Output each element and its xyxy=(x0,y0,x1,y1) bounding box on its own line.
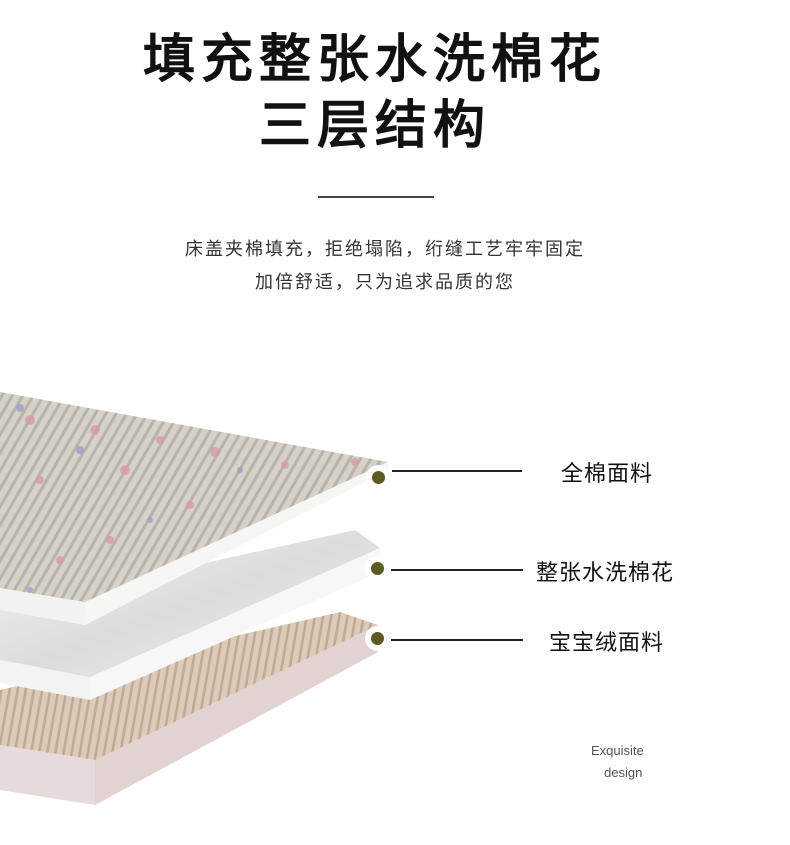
floral-cotton-layer xyxy=(0,392,388,625)
layer-marker-dot xyxy=(372,471,385,484)
tagline-line2: design xyxy=(604,765,643,780)
layer-label-cotton-fabric: 全棉面料 xyxy=(561,462,654,487)
leader-line xyxy=(392,470,522,472)
headline-line2: 三层结构 xyxy=(258,96,491,156)
cotton-layer xyxy=(0,530,380,700)
divider xyxy=(318,196,434,198)
layer-label-washed-cotton: 整张水洗棉花 xyxy=(536,561,675,586)
layer-marker-dot xyxy=(371,562,384,575)
layer-label-velvet-fabric: 宝宝绒面料 xyxy=(549,631,665,656)
leader-line xyxy=(391,569,523,571)
tagline-line1: Exquisite xyxy=(591,743,644,758)
subtitle-line1: 床盖夹棉填充，拒绝塌陷，绗缝工艺牢牢固定 xyxy=(185,239,585,260)
velvet-layer xyxy=(0,612,378,805)
leader-line xyxy=(391,639,523,641)
subtitle-line2: 加倍舒适，只为追求品质的您 xyxy=(255,272,515,293)
headline-line1: 填充整张水洗棉花 xyxy=(142,30,607,90)
layer-marker-dot xyxy=(371,632,384,645)
